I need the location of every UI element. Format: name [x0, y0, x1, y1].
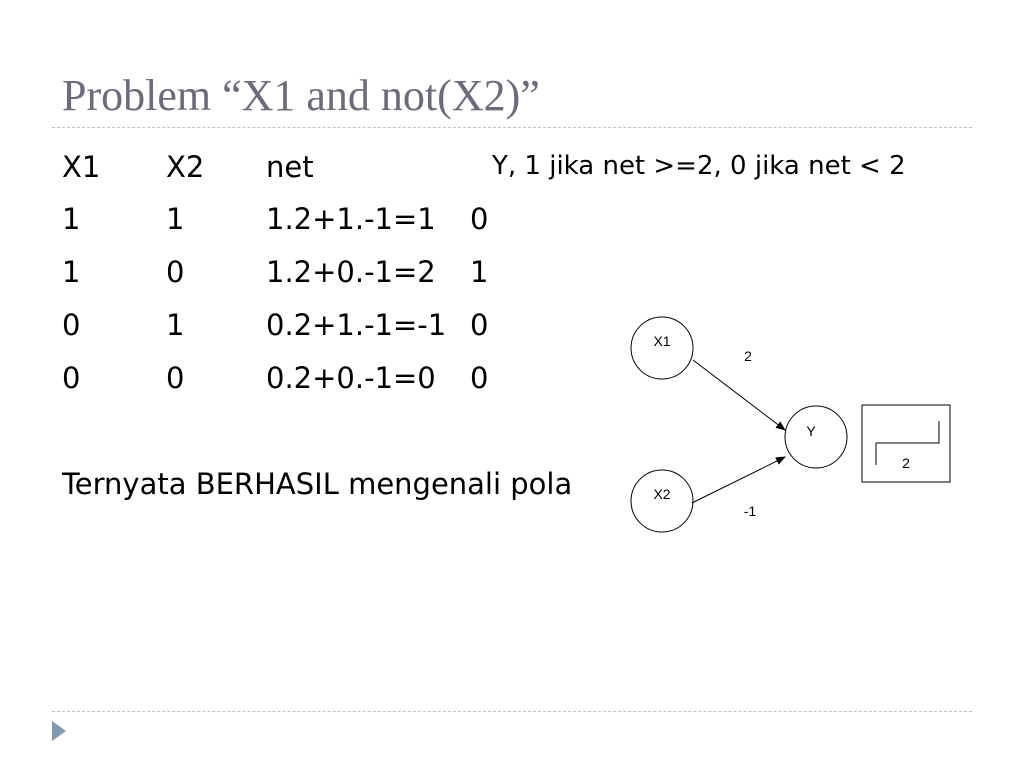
header-net: net: [266, 150, 314, 184]
perceptron-diagram: X1 X2 Y 2 -1 2: [630, 316, 951, 533]
threshold-label: 2: [902, 455, 910, 471]
table-cell: 0.2+0.-1=0: [266, 361, 436, 395]
step-function-icon: [875, 421, 940, 465]
table-cell: 0: [166, 255, 185, 289]
table-cell: 1: [470, 255, 489, 289]
node-y-label: Y: [806, 423, 816, 439]
table-cell: 1: [62, 202, 81, 236]
node-x1: [630, 316, 694, 380]
node-x1-label: X1: [653, 333, 670, 349]
table-cell: 0: [62, 361, 81, 395]
table-cell: 0: [470, 361, 489, 395]
table-cell: 0: [470, 308, 489, 342]
edge-x1-y: [692, 359, 786, 431]
table-cell: 1: [166, 202, 185, 236]
node-y: [784, 405, 848, 469]
footer-divider: [52, 711, 972, 712]
table-cell: 0: [62, 308, 81, 342]
weight-x1-label: 2: [744, 348, 752, 364]
header-y-rule: Y, 1 jika net >=2, 0 jika net < 2: [492, 151, 906, 181]
table-cell: 1: [62, 255, 81, 289]
header-x1: X1: [62, 150, 101, 184]
table-cell: 0: [470, 202, 489, 236]
table-cell: 1.2+0.-1=2: [266, 255, 436, 289]
node-x2: [630, 469, 694, 533]
slide-title: Problem “X1 and not(X2)”: [62, 71, 540, 120]
play-arrow-icon[interactable]: [52, 721, 66, 741]
title-divider: [52, 127, 972, 128]
table-cell: 0.2+1.-1=-1: [266, 308, 447, 342]
table-cell: 0: [166, 361, 185, 395]
conclusion-text: Ternyata BERHASIL mengenali pola: [62, 467, 573, 501]
edge-x2-y: [691, 456, 786, 504]
node-x2-label: X2: [653, 486, 670, 502]
header-x2: X2: [166, 150, 205, 184]
table-cell: 1.2+1.-1=1: [266, 202, 436, 236]
weight-x2-label: -1: [744, 503, 757, 519]
table-cell: 1: [166, 308, 185, 342]
